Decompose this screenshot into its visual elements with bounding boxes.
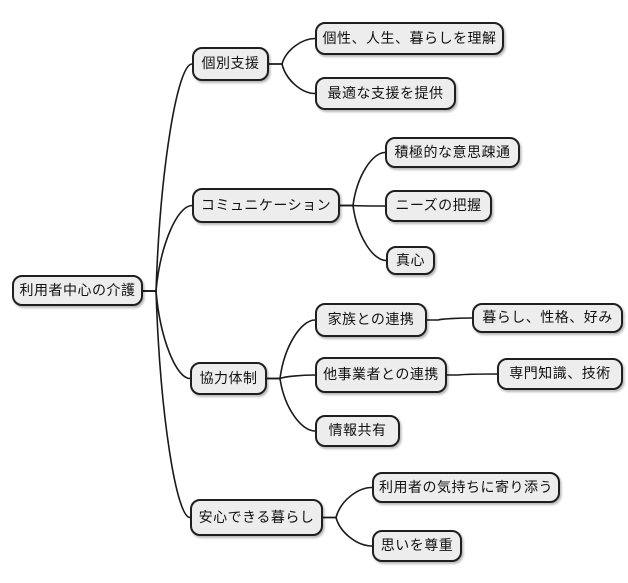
edge-secure-living-respect	[322, 516, 373, 547]
node-root: 利用者中心の介護	[12, 275, 143, 306]
node-living-personality-preferences: 暮らし、性格、好み	[472, 303, 623, 333]
edge-communication-active	[339, 151, 386, 207]
node-cooperation-system: 協力体制	[190, 362, 267, 395]
node-empathize-with-users: 利用者の気持ちに寄り添う	[372, 472, 560, 503]
edge-cooperation-family	[266, 319, 316, 380]
edge-root-cooperation-system	[142, 290, 191, 380]
edge-secure-living-empathize	[322, 486, 373, 519]
node-active-communication: 積極的な意思疎通	[385, 137, 520, 168]
edge-root-communication	[142, 204, 193, 292]
node-family-collaboration: 家族との連携	[315, 303, 427, 337]
edge-other-providers-expertise	[446, 373, 498, 376]
edge-individual-support-understand	[268, 37, 316, 65]
node-respect-feelings: 思いを尊重	[372, 530, 462, 562]
edge-root-secure-living	[142, 290, 191, 519]
edge-individual-support-optimal	[268, 63, 316, 95]
node-sincerity: 真心	[386, 246, 435, 275]
node-communication: コミュニケーション	[192, 188, 340, 223]
edge-root-individual-support	[142, 63, 193, 292]
node-understand-personality-life-living: 個性、人生、暮らしを理解	[315, 22, 504, 55]
node-information-sharing: 情報共有	[315, 415, 400, 447]
node-expertise-skills: 専門知識、技術	[497, 358, 623, 390]
edge-communication-sincerity	[339, 204, 387, 262]
node-provide-optimal-support: 最適な支援を提供	[315, 77, 456, 110]
node-other-providers-collaboration: 他事業者との連携	[315, 357, 447, 393]
edge-cooperation-information-sharing	[266, 377, 316, 432]
node-secure-living: 安心できる暮らし	[190, 499, 323, 536]
edge-family-living-preferences	[426, 317, 473, 321]
node-individual-support: 個別支援	[192, 47, 269, 81]
node-grasp-needs: ニーズの把握	[385, 190, 492, 222]
